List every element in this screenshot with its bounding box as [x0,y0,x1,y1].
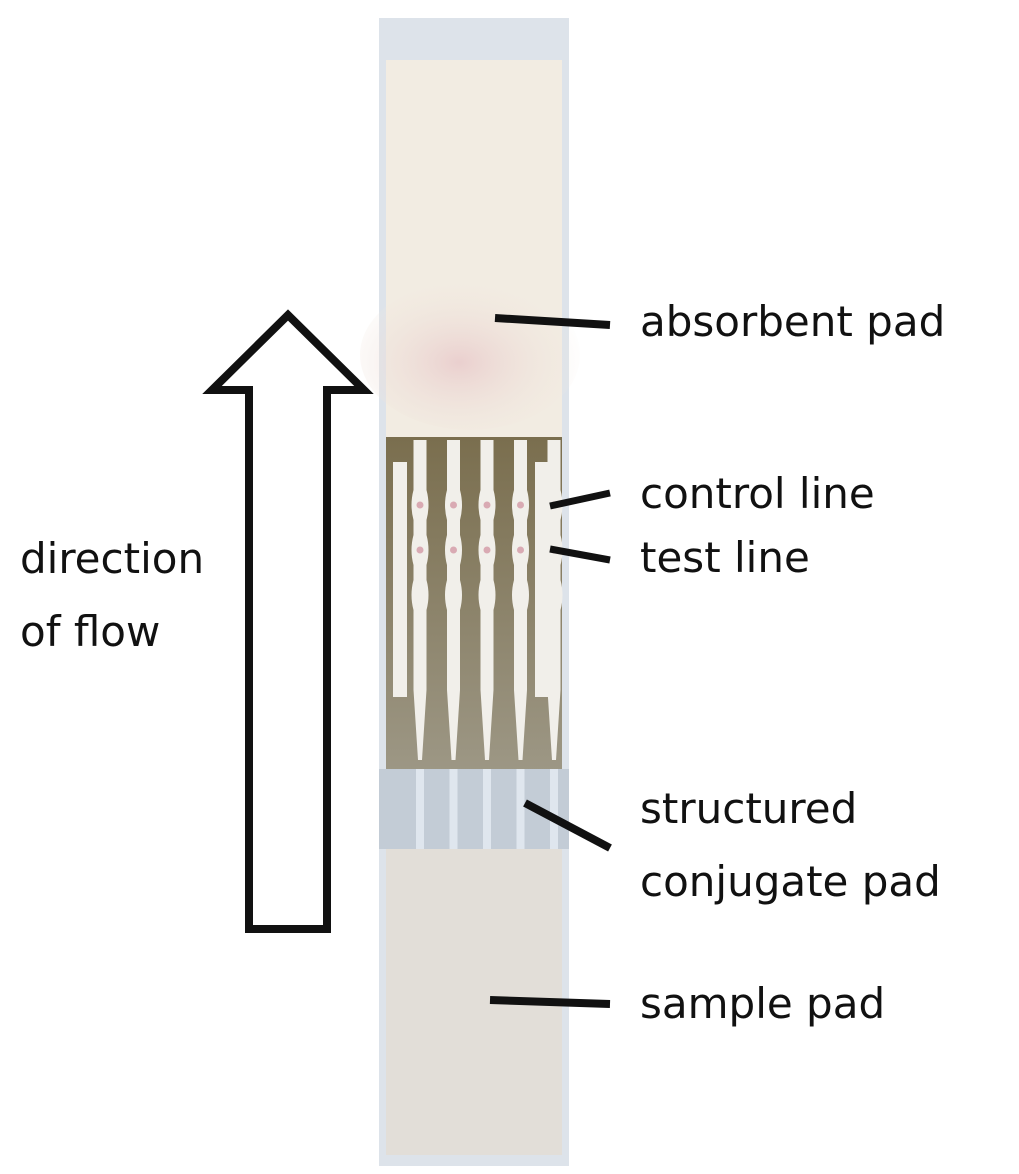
leader-sample-pad [489,996,611,1008]
conjugate-channels [416,769,558,849]
leader-conjugate-pad [523,799,612,852]
conjugate-channel-4 [516,769,525,849]
label-conjugate-pad-line2: conjugate pad [640,857,941,906]
control-line-dot-2 [450,501,457,509]
membrane [386,437,563,769]
label-conjugate-pad-line1: structured [640,784,858,833]
flow-arrow [202,309,374,933]
label-sample-pad: sample pad [640,979,886,1028]
test-line-dot-2 [450,546,457,554]
absorbent-pad-stain [360,280,580,430]
flow-channel-2 [445,440,462,760]
control-line-dot-4 [517,501,524,509]
label-of-flow: of flow [20,607,161,656]
flow-channel-4 [512,440,529,760]
test-line-dot-4 [517,546,524,554]
channel-left-edge [393,462,407,697]
label-test-line: test line [640,533,810,582]
label-control-line: control line [640,469,875,518]
test-line-dot-1 [416,546,424,554]
label-direction: direction [20,534,205,583]
conjugate-channel-3 [483,769,491,849]
leader-test-line [549,545,611,564]
conjugate-channel-5 [550,769,558,849]
flow-channel-1 [411,440,429,760]
conjugate-channel-2 [449,769,458,849]
control-line-dot-1 [416,501,424,509]
leader-absorbent-pad [494,314,611,329]
conjugate-channel-1 [416,769,424,849]
leader-control-line [549,489,611,510]
flow-channel-5 [545,440,563,760]
flow-channel-3 [478,440,496,760]
control-line-dot-3 [483,501,491,509]
channel-group [411,440,563,760]
label-absorbent-pad: absorbent pad [640,297,946,346]
test-line-dot-3 [483,546,491,554]
